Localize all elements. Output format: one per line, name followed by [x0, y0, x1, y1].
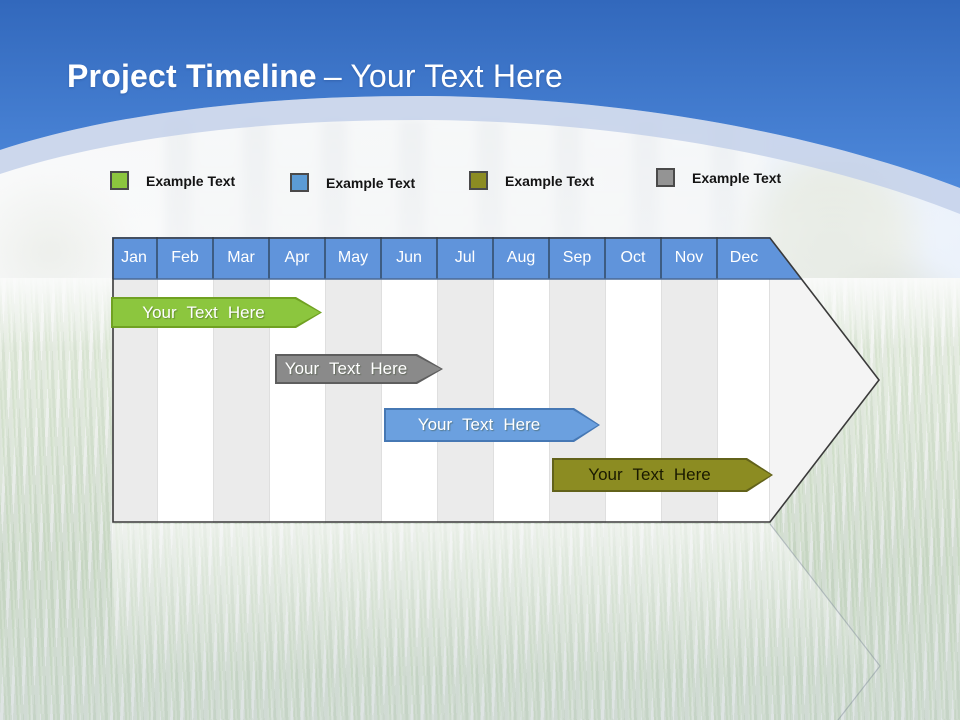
timeline-bar-3[interactable]: Your Text Here: [384, 408, 600, 442]
legend-label: Example Text: [326, 174, 416, 191]
month-header-nov: Nov: [662, 237, 718, 279]
month-header-jul: Jul: [438, 237, 494, 279]
month-header-dec: Dec: [729, 249, 759, 266]
month-header-apr: Apr: [270, 237, 326, 279]
body-column-jul: [438, 279, 494, 523]
legend-item-2[interactable]: Example Text: [290, 173, 415, 192]
legend-label: Example Text: [692, 169, 782, 186]
month-header-feb: Feb: [158, 237, 214, 279]
legend-swatch: [656, 168, 675, 187]
legend-swatch: [110, 171, 129, 190]
body-column-aug: [494, 279, 550, 523]
timeline-bar-1[interactable]: Your Text Here: [111, 297, 322, 328]
body-column-may: [326, 279, 382, 523]
timeline-bar-label: Your Text Here: [284, 359, 408, 378]
timeline-bar-label: Your Text Here: [417, 415, 541, 434]
title-subtitle: – Your Text Here: [323, 58, 564, 94]
timeline-bar-2[interactable]: Your Text Here: [275, 354, 443, 384]
legend-item-3[interactable]: Example Text: [469, 171, 594, 190]
month-header-aug: Aug: [494, 237, 550, 279]
slide-title[interactable]: Project Timeline– Your Text Here: [67, 58, 563, 95]
timeline-bar-4[interactable]: Your Text Here: [552, 458, 773, 492]
legend-item-4[interactable]: Example Text: [656, 168, 781, 187]
title-main: Project Timeline: [67, 58, 317, 94]
legend-swatch: [290, 173, 309, 192]
timeline-bar-label: Your Text Here: [142, 302, 265, 322]
month-header-jan: Jan: [112, 237, 158, 279]
timeline-bar-body: Your Text Here: [386, 410, 598, 440]
timeline-bar-label: Your Text Here: [588, 465, 711, 484]
legend-label: Example Text: [146, 172, 236, 189]
body-column-jun: [382, 279, 438, 523]
legend-item-1[interactable]: Example Text: [110, 171, 235, 190]
month-header-jun: Jun: [382, 237, 438, 279]
month-header-sep: Sep: [550, 237, 606, 279]
month-header-may: May: [326, 237, 382, 279]
legend-label: Example Text: [505, 172, 595, 189]
timeline-bar-body: Your Text Here: [277, 356, 441, 382]
month-header-oct: Oct: [606, 237, 662, 279]
month-header-mar: Mar: [214, 237, 270, 279]
timeline-bar-body: Your Text Here: [113, 299, 320, 326]
timeline-bar-body: Your Text Here: [554, 460, 771, 490]
legend-swatch: [469, 171, 488, 190]
